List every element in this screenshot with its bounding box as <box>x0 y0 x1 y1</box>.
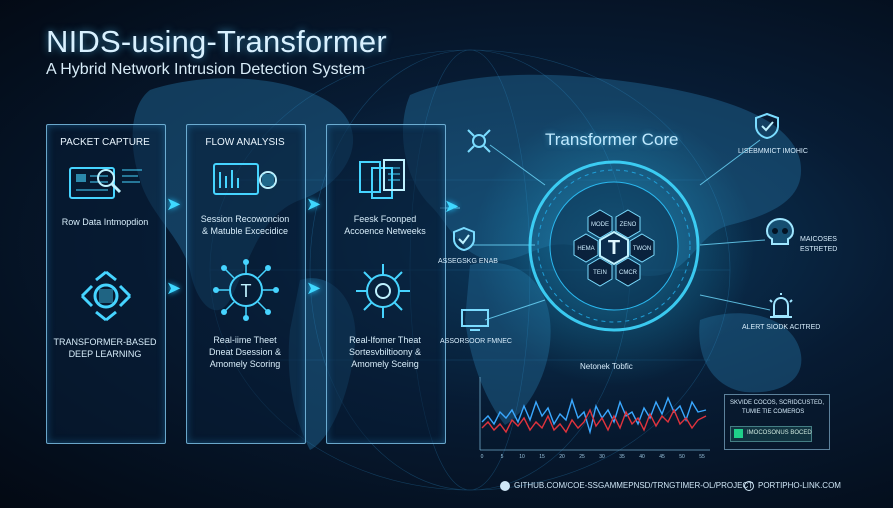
monitor-icon <box>461 309 489 331</box>
gear-icon <box>80 270 132 322</box>
traffic-series-red <box>481 408 707 434</box>
x-tick: 30 <box>599 454 605 460</box>
flow-analysis-panel <box>186 124 306 444</box>
panel1-bottom-caption-2: DEEP LEARNING <box>68 349 142 359</box>
skull-icon <box>765 217 795 245</box>
hex-label: CMCR <box>619 270 638 276</box>
x-tick: 25 <box>579 454 585 460</box>
transformer-core-title: Transformer Core <box>545 130 679 149</box>
github-icon <box>500 481 510 491</box>
hex-label: HEMA <box>577 246 594 252</box>
panel3-caption-2: Accoence Netweeks <box>344 226 426 236</box>
arrow-right-icon: ➤ <box>306 278 322 298</box>
flow-analysis-caption-2: & Matuble Excecidice <box>201 226 289 236</box>
x-tick: 15 <box>539 454 545 460</box>
badge-line-2: TUMIE TIE COMEROS <box>742 409 805 415</box>
x-tick: 20 <box>559 454 565 460</box>
hex-label: MODE <box>591 222 609 228</box>
badge-button-label: IMOCOSONUS BOCED <box>747 430 812 436</box>
hex-label: TEIN <box>593 270 607 276</box>
x-tick: 35 <box>619 454 625 460</box>
badge-line-1: SKVIDE COCOS, SCRIDCUSTED, <box>730 400 825 406</box>
x-tick: 5 <box>501 454 504 460</box>
arrow-right-icon: ➤ <box>444 196 460 216</box>
globe-icon <box>744 481 754 491</box>
github-link[interactable]: GITHUB.COM/COE-SSGAMMEPNSD/TRNGTIMER-OL/… <box>514 481 754 490</box>
alarm-icon <box>769 293 793 318</box>
flow-chart-icon <box>213 163 277 195</box>
check-icon <box>734 429 743 438</box>
left-node-label-2: ASSORSOOR FMNEC <box>440 338 512 345</box>
page-subtitle: A Hybrid Network Intrusion Detection Sys… <box>46 61 366 78</box>
right-node-label-1: LISEBMMICT IMOHIC <box>738 148 808 155</box>
x-tick: 0 <box>481 454 484 460</box>
panel2-bottom-caption-3: Amomely Scoring <box>209 359 281 369</box>
shield-icon <box>453 226 475 252</box>
arrow-right-icon: ➤ <box>166 278 182 298</box>
network-traffic-chart: 0 5 10 15 20 25 30 35 40 45 50 55 <box>479 377 710 460</box>
portfolio-link[interactable]: PORTIPHO-LINK.COM <box>758 481 841 490</box>
flow-analysis-heading: FLOW ANALYSIS <box>205 137 285 148</box>
right-node-label-3: ALERT SIODK ACITRED <box>742 324 821 331</box>
document-stack-icon <box>359 159 405 199</box>
virus-scan-icon <box>356 264 410 318</box>
x-tick: 10 <box>519 454 525 460</box>
packet-capture-heading: PACKET CAPTURE <box>60 137 150 148</box>
brain-chip-icon: T <box>213 259 279 321</box>
magnifier-icon <box>69 167 142 199</box>
panel1-bottom-caption-1: TRANSFORMER-BASED <box>53 337 157 347</box>
x-tick: 55 <box>699 454 705 460</box>
panel3-caption-1: Feesk Foonped <box>353 214 417 224</box>
hex-label: TWON <box>633 246 651 252</box>
arrow-right-icon: ➤ <box>166 194 182 214</box>
panel2-bottom-caption-2: Dneat Dsession & <box>208 347 282 357</box>
panel3-bottom-caption-1: Real-lfomer Theat <box>349 335 421 345</box>
arrow-right-icon: ➤ <box>306 194 322 214</box>
traffic-series-blue <box>481 396 707 435</box>
left-node-label-1: ASSEGSKG ENAB <box>438 258 498 265</box>
x-tick: 50 <box>679 454 685 460</box>
transformer-core-diagram: T MODE ZENO HEMA TWON TEIN CMCR <box>528 160 700 332</box>
traffic-chart-title: Netonek Tobfic <box>580 362 633 371</box>
page-title: NIDS-using-Transformer <box>46 24 387 59</box>
panel3-bottom-caption-2: Sortesvbiltioony & <box>348 347 422 357</box>
packet-capture-caption: Row Data Intmopdion <box>61 217 149 227</box>
network-node-icon <box>467 129 491 153</box>
x-tick: 40 <box>639 454 645 460</box>
x-tick: 45 <box>659 454 665 460</box>
hex-label: ZENO <box>620 222 637 228</box>
panel2-bottom-caption-1: Real-iime Theet <box>213 335 277 345</box>
right-node-label-2a: MAICOSES <box>800 236 837 243</box>
flow-analysis-caption-1: Session Recowoncion <box>200 214 290 224</box>
right-node-label-2b: ESTRETED <box>800 246 838 253</box>
panel3-bottom-caption-3: Amomely Sceing <box>351 359 419 369</box>
shield-check-icon <box>755 112 779 140</box>
svg-text:T: T <box>241 281 252 301</box>
badge-button[interactable]: IMOCOSONUS BOCED <box>730 426 812 442</box>
core-center-glyph: T <box>608 237 620 259</box>
